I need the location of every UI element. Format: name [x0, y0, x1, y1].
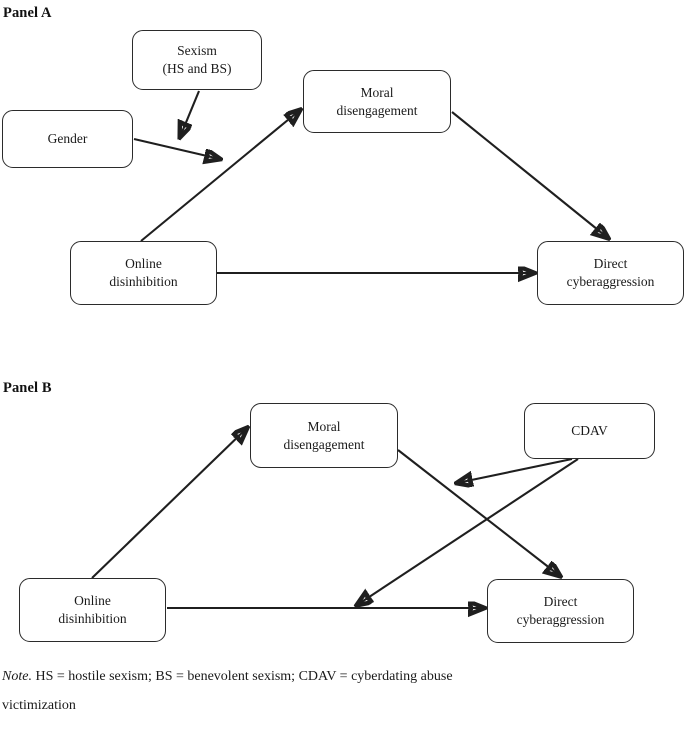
- edge-a-online-to-moral: [140, 110, 300, 242]
- note-label: Note.: [2, 669, 32, 684]
- node-panel-b-direct-cyberaggression[interactable]: Direct cyberaggression: [487, 579, 634, 643]
- node-label: Moral disengagement: [283, 418, 365, 452]
- node-panel-a-direct-cyberaggression[interactable]: Direct cyberaggression: [537, 241, 684, 305]
- node-label: Sexism (HS and BS): [162, 43, 232, 76]
- node-label: Direct cyberaggression: [516, 594, 605, 627]
- figure-note: Note. HS = hostile sexism; BS = benevole…: [2, 663, 680, 720]
- node-panel-a-moral-disengagement[interactable]: Moral disengagement: [303, 70, 451, 133]
- edge-a-sexism-moderator: [180, 90, 200, 137]
- node-panel-b-moral-disengagement[interactable]: Moral disengagement: [250, 403, 398, 468]
- node-panel-b-cdav[interactable]: CDAV: [524, 403, 655, 459]
- panel-b-heading: Panel B: [3, 380, 52, 396]
- edge-a-gender-moderator: [133, 137, 220, 159]
- node-label: Online disinhibition: [58, 593, 127, 626]
- edge-a-moral-to-direct: [451, 111, 608, 238]
- node-panel-a-sexism[interactable]: Sexism (HS and BS): [132, 30, 262, 90]
- node-label: Direct cyberaggression: [566, 256, 655, 289]
- edge-b-online-to-moral: [91, 428, 247, 579]
- node-panel-a-online-disinhibition[interactable]: Online disinhibition: [70, 241, 217, 305]
- panel-a-heading: Panel A: [3, 5, 52, 21]
- edge-b-moral-to-direct: [397, 449, 560, 576]
- node-label: Moral disengagement: [336, 84, 418, 118]
- note-line-1: HS = hostile sexism; BS = benevolent sex…: [31, 669, 453, 684]
- node-panel-b-online-disinhibition[interactable]: Online disinhibition: [19, 578, 166, 642]
- node-label: CDAV: [571, 423, 608, 439]
- node-panel-a-gender[interactable]: Gender: [2, 110, 133, 168]
- edge-b-cdav-moderator-moral-direct: [457, 457, 573, 483]
- node-label: Online disinhibition: [109, 256, 178, 289]
- node-label: Gender: [47, 131, 88, 147]
- note-line-2: victimization: [2, 697, 76, 713]
